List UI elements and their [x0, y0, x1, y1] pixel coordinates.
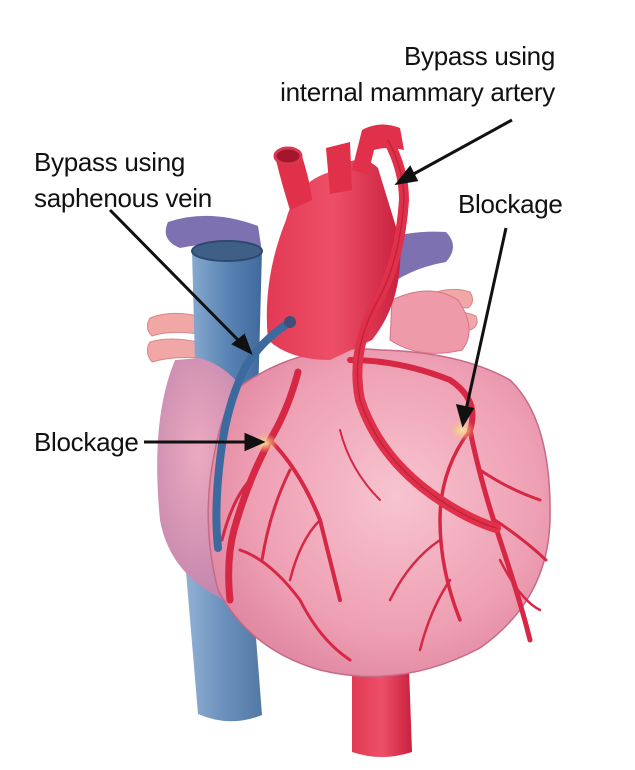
carotid-artery — [326, 142, 352, 194]
label-bypass-vein: Bypass using saphenous vein — [34, 144, 212, 216]
label-blockage-left: Blockage — [34, 427, 139, 457]
left-atrium — [389, 290, 470, 354]
superior-vena-cava — [192, 243, 262, 400]
annotation-arrows — [108, 118, 513, 452]
label-bypass-vein-line1: Bypass using — [34, 147, 186, 177]
label-bypass-vein-line2: saphenous vein — [34, 183, 212, 213]
aorta-arch — [266, 159, 401, 360]
vena-cava-opening — [191, 240, 263, 262]
blockage-left-marker — [252, 433, 278, 453]
arrow-saphenous — [108, 208, 242, 344]
label-blockage-right: Blockage — [458, 189, 563, 219]
saphenous-vein-graft — [212, 318, 294, 552]
blockage-right-marker — [449, 419, 475, 441]
label-bypass-artery: Bypass using internal mammary artery — [280, 38, 555, 110]
heart-body — [207, 348, 551, 678]
arrow-mammary — [409, 118, 513, 178]
label-bypass-artery-line2: internal mammary artery — [280, 77, 555, 107]
arrow-blockage-right — [464, 227, 508, 411]
label-bypass-artery-line1: Bypass using — [403, 41, 555, 71]
coronary-arteries — [220, 357, 548, 662]
